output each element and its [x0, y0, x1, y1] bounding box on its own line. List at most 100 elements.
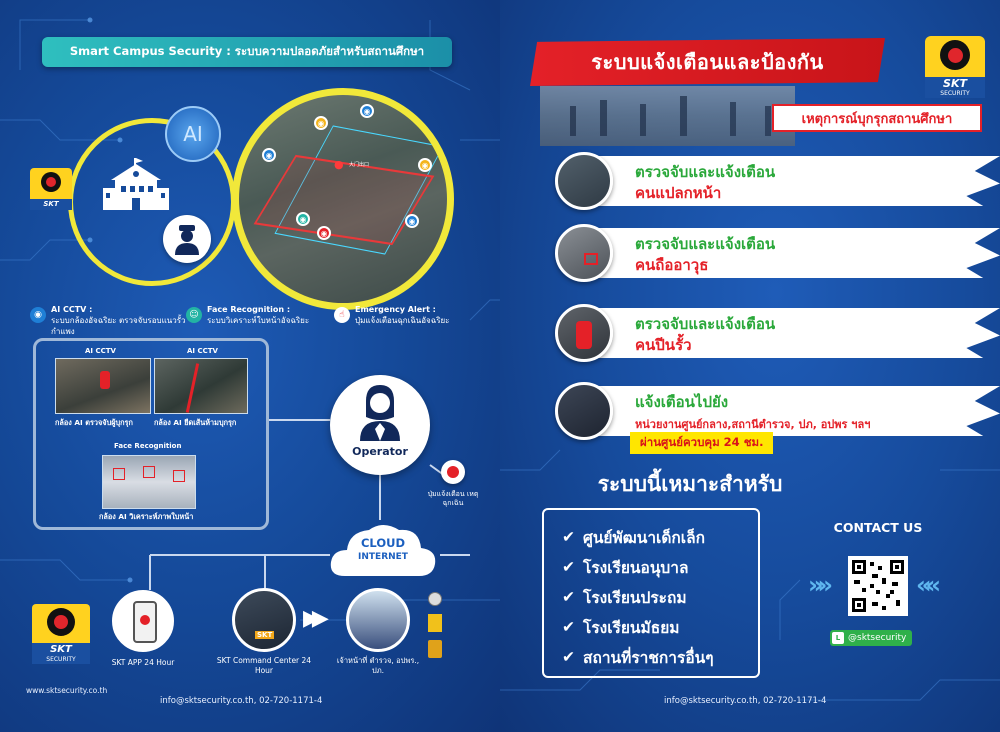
logo-text: SKT: [30, 199, 72, 210]
list-item-label: โรงเรียนอนุบาล: [583, 558, 689, 577]
alert-row-notify: แจ้งเตือนไปยัง หน่วยงานศูนย์กลาง,สถานีตำ…: [555, 382, 1000, 440]
logo-subtext: SECURITY: [32, 656, 90, 664]
legend-face: ☺ Face Recognition :ระบบวิเคราะห์ใบหน้าอ…: [186, 304, 337, 326]
list-item: ✔โรงเรียนมัธยม: [562, 612, 758, 642]
suitable-title: ระบบนี้เหมาะสำหรับ: [597, 472, 783, 496]
row-title: ตรวจจับและแจ้งเตือน: [635, 163, 776, 181]
sos-caption: ปุ่มแจ้งเตือน เหตุฉุกเฉิน: [427, 490, 479, 507]
skt-app-phone: [112, 590, 174, 652]
legend-text: ระบบวิเคราะห์ใบหน้าอัจฉริยะ: [207, 316, 310, 325]
face-recognition-image: [102, 455, 196, 509]
face-scan-icon: ☺: [186, 307, 202, 323]
right-panel: ระบบแจ้งเตือนและป้องกัน SKT SECURITY เหต…: [500, 0, 1000, 732]
touch-icon: ◉: [317, 226, 331, 240]
app-caption: SKT APP 24 Hour: [111, 658, 175, 667]
footer-contact: info@sktsecurity.co.th, 02-720-1171-4: [160, 696, 323, 706]
arrow-right-icon: ▶▶: [303, 606, 329, 631]
logo-text: SKT: [32, 643, 90, 656]
sos-button-icon: [441, 460, 465, 484]
campus-map: ● 大门出口: [232, 88, 454, 310]
cam-label: AI CCTV: [187, 347, 218, 355]
skt-mini-label: SKT: [255, 631, 275, 639]
row-title: ตรวจจับและแจ้งเตือน: [635, 315, 776, 333]
qr-icon: [852, 560, 904, 612]
row-strip: [580, 386, 1000, 436]
list-item-label: ศูนย์พัฒนาเด็กเล็ก: [583, 528, 705, 547]
ai-icon: AI: [165, 106, 221, 162]
row-photo-climb: [555, 304, 613, 362]
face-box: [113, 468, 125, 480]
guard-icon: [163, 215, 211, 263]
cam-label: Face Recognition: [114, 442, 182, 450]
cloud-label: CLOUD: [360, 536, 406, 550]
left-panel: Smart Campus Security : ระบบความปลอดภัยส…: [0, 0, 500, 732]
cam-caption: กล้อง AI วิเคราะห์ภาพใบหน้า: [99, 512, 194, 521]
row-strip: [580, 308, 1000, 358]
control-center-tag: ผ่านศูนย์ควบคุม 24 ชม.: [630, 432, 774, 454]
eye-icon: ◉: [30, 307, 46, 323]
list-item-label: โรงเรียนประถม: [583, 588, 687, 607]
row-title: แจ้งเตือนไปยัง: [635, 393, 729, 411]
intruder-marker: [100, 371, 110, 389]
line-id[interactable]: L @sktsecurity: [830, 630, 913, 646]
volunteer-badge-icon: [428, 640, 442, 658]
contact-title: CONTACT US: [833, 520, 923, 535]
list-item: ✔ สถานที่ราชการอื่นๆ: [562, 642, 758, 672]
incident-tag: เหตุการณ์บุกรุกสถานศึกษา: [772, 104, 982, 132]
main-banner: ระบบแจ้งเตือนและป้องกัน: [530, 38, 885, 86]
operator-icon: [360, 385, 400, 441]
row-title: ตรวจจับและแจ้งเตือน: [635, 235, 776, 253]
legend-text: ปุ่มแจ้งเตือนฉุกเฉินอัจฉริยะ: [355, 316, 450, 325]
legend-title: Emergency Alert :: [355, 305, 436, 314]
row-subtitle: หน่วยงานศูนย์กลาง,สถานีตำรวจ, ปภ, อปพร ฯ…: [635, 418, 871, 431]
chevron-left-icon: ««: [916, 571, 941, 599]
school-icon: [103, 158, 169, 210]
crowd-photo: [540, 86, 795, 146]
row-subtitle: คนแปลกหน้า: [635, 184, 722, 202]
check-icon: ✔: [562, 558, 575, 576]
row-photo-stranger: [555, 152, 613, 210]
cloud-icon: [330, 525, 436, 576]
command-center-photo: SKT: [232, 588, 296, 652]
qr-code[interactable]: [848, 556, 908, 616]
eye-icon: [41, 172, 61, 192]
eye-icon: ◉: [405, 214, 419, 228]
legend-emergency: ☝ Emergency Alert : ปุ่มแจ้งเตือนฉุกเฉินอ…: [334, 304, 485, 326]
chevron-right-icon: »»: [808, 571, 833, 599]
face-scan-icon: ◉: [296, 212, 310, 226]
list-item-label: สถานที่ราชการอื่นๆ: [583, 648, 714, 667]
cam-caption: กล้อง AI ตรวจจับผู้บุกรุก: [55, 418, 133, 427]
alert-row-climb: ตรวจจับและแจ้งเตือน คนปีนรั้ว: [555, 304, 1000, 362]
legend-cctv: ◉ AI CCTV :ระบบกล้องอัจฉริยะ ตรวจจับรอบแ…: [30, 304, 191, 337]
ai-badge-label: AI: [183, 122, 203, 146]
website: www.sktsecurity.co.th: [26, 686, 108, 695]
list-item-label: โรงเรียนมัธยม: [583, 618, 680, 637]
list-item: ✔โรงเรียนประถม: [562, 582, 758, 612]
eye-icon: [940, 40, 970, 70]
command-caption: SKT Command Center 24 Hour: [216, 656, 312, 675]
camera-samples-box: [33, 338, 269, 530]
police-badge-icon: [428, 592, 442, 606]
officer-caption: เจ้าหน้าที่ ตำรวจ, อปพร., ปภ.: [336, 656, 420, 675]
touch-icon: ☝: [334, 307, 350, 323]
operator-node: Operator: [330, 375, 430, 475]
cam-caption: กล้อง AI ยืดเส้นห้ามบุกรุก: [154, 418, 237, 427]
cloud-sublabel: INTERNET: [358, 552, 408, 562]
officers-photo: [346, 588, 410, 652]
row-subtitle: คนถืออาวุธ: [635, 256, 709, 274]
list-item: ✔ โรงเรียนอนุบาล: [562, 552, 758, 582]
list-item: ✔ศูนย์พัฒนาเด็กเล็ก: [562, 522, 758, 552]
check-icon: ✔: [562, 648, 575, 666]
cloud-internet: CLOUD INTERNET: [327, 518, 439, 580]
row-strip: [580, 156, 1000, 206]
face-box: [173, 470, 185, 482]
map-label: 大门出口: [349, 162, 370, 168]
map-pin-icon: ●: [334, 158, 344, 171]
alert-row-weapon: ตรวจจับและแจ้งเตือน คนถืออาวุธ: [555, 224, 1000, 282]
cam-label: AI CCTV: [85, 347, 116, 355]
connector-lines: [149, 419, 470, 590]
camera-node-icon: ◉: [418, 158, 432, 172]
camera-node-icon: ◉: [314, 116, 328, 130]
skt-logo: SKT SECURITY: [925, 36, 985, 98]
alert-row-stranger: ตรวจจับและแจ้งเตือน คนแปลกหน้า: [555, 152, 1000, 210]
